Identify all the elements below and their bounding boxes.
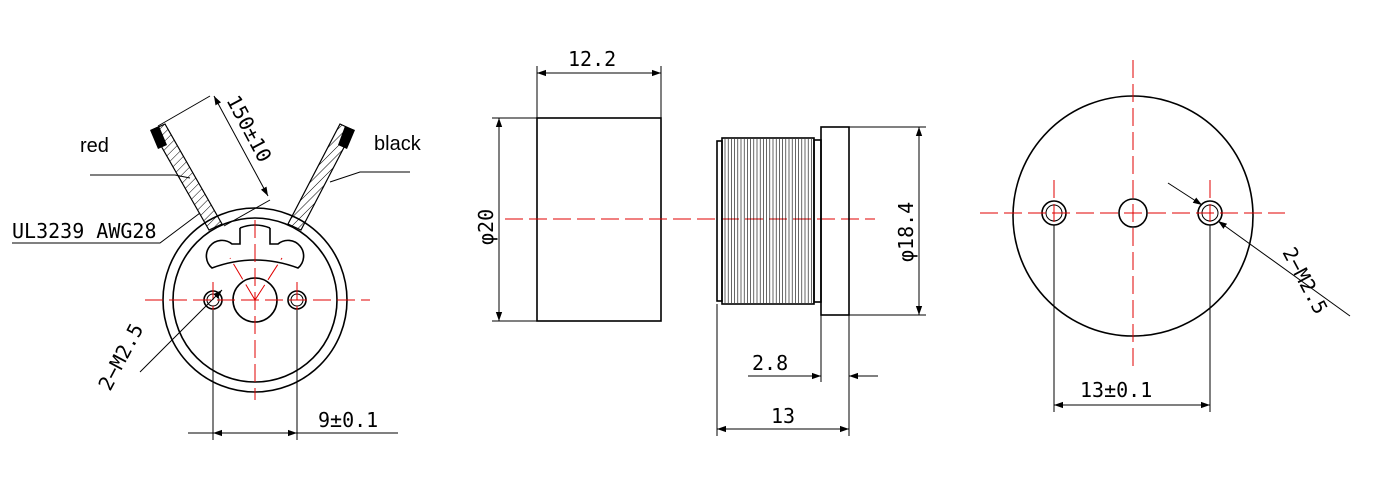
thread-lines [724,139,812,303]
holes-left-label: 2−M2.5 [93,319,148,394]
back-view: 150±10 red black UL3239 AWG28 2−M2.5 9±0… [12,91,422,440]
side-view-threaded: φ18.4 2.8 13 [716,126,926,436]
overall-length-label: 13 [771,404,795,428]
wire-spec-label: UL3239 AWG28 [12,219,157,243]
holes-right-label: 2−M2.5 [1278,243,1333,318]
flange [820,126,850,316]
black-wire [287,123,355,231]
holes-right-leader [1217,220,1351,317]
red-leader [90,174,191,179]
holes-left-leader [139,289,223,373]
front-view: 2−M2.5 13±0.1 [980,60,1351,412]
thread-step [813,139,822,303]
wire-length-label: 150±10 [222,91,277,166]
red-label: red [80,135,109,157]
side-view-body: 12.2 φ20 [474,47,875,322]
wire-spec-leader [12,212,201,244]
hole-spacing-left-label: 9±0.1 [318,408,378,432]
body-diameter-label: φ20 [474,209,498,245]
flange-width-label: 2.8 [752,351,788,375]
body-length-label: 12.2 [568,47,616,71]
wire-length-dim [213,95,269,197]
black-leader [329,171,410,183]
thread-diameter-label: φ18.4 [894,202,918,262]
black-label: black [374,133,422,155]
front-center-hole [1118,198,1148,228]
hole-spacing-right-label: 13±0.1 [1080,378,1152,402]
thread-body [721,137,815,305]
